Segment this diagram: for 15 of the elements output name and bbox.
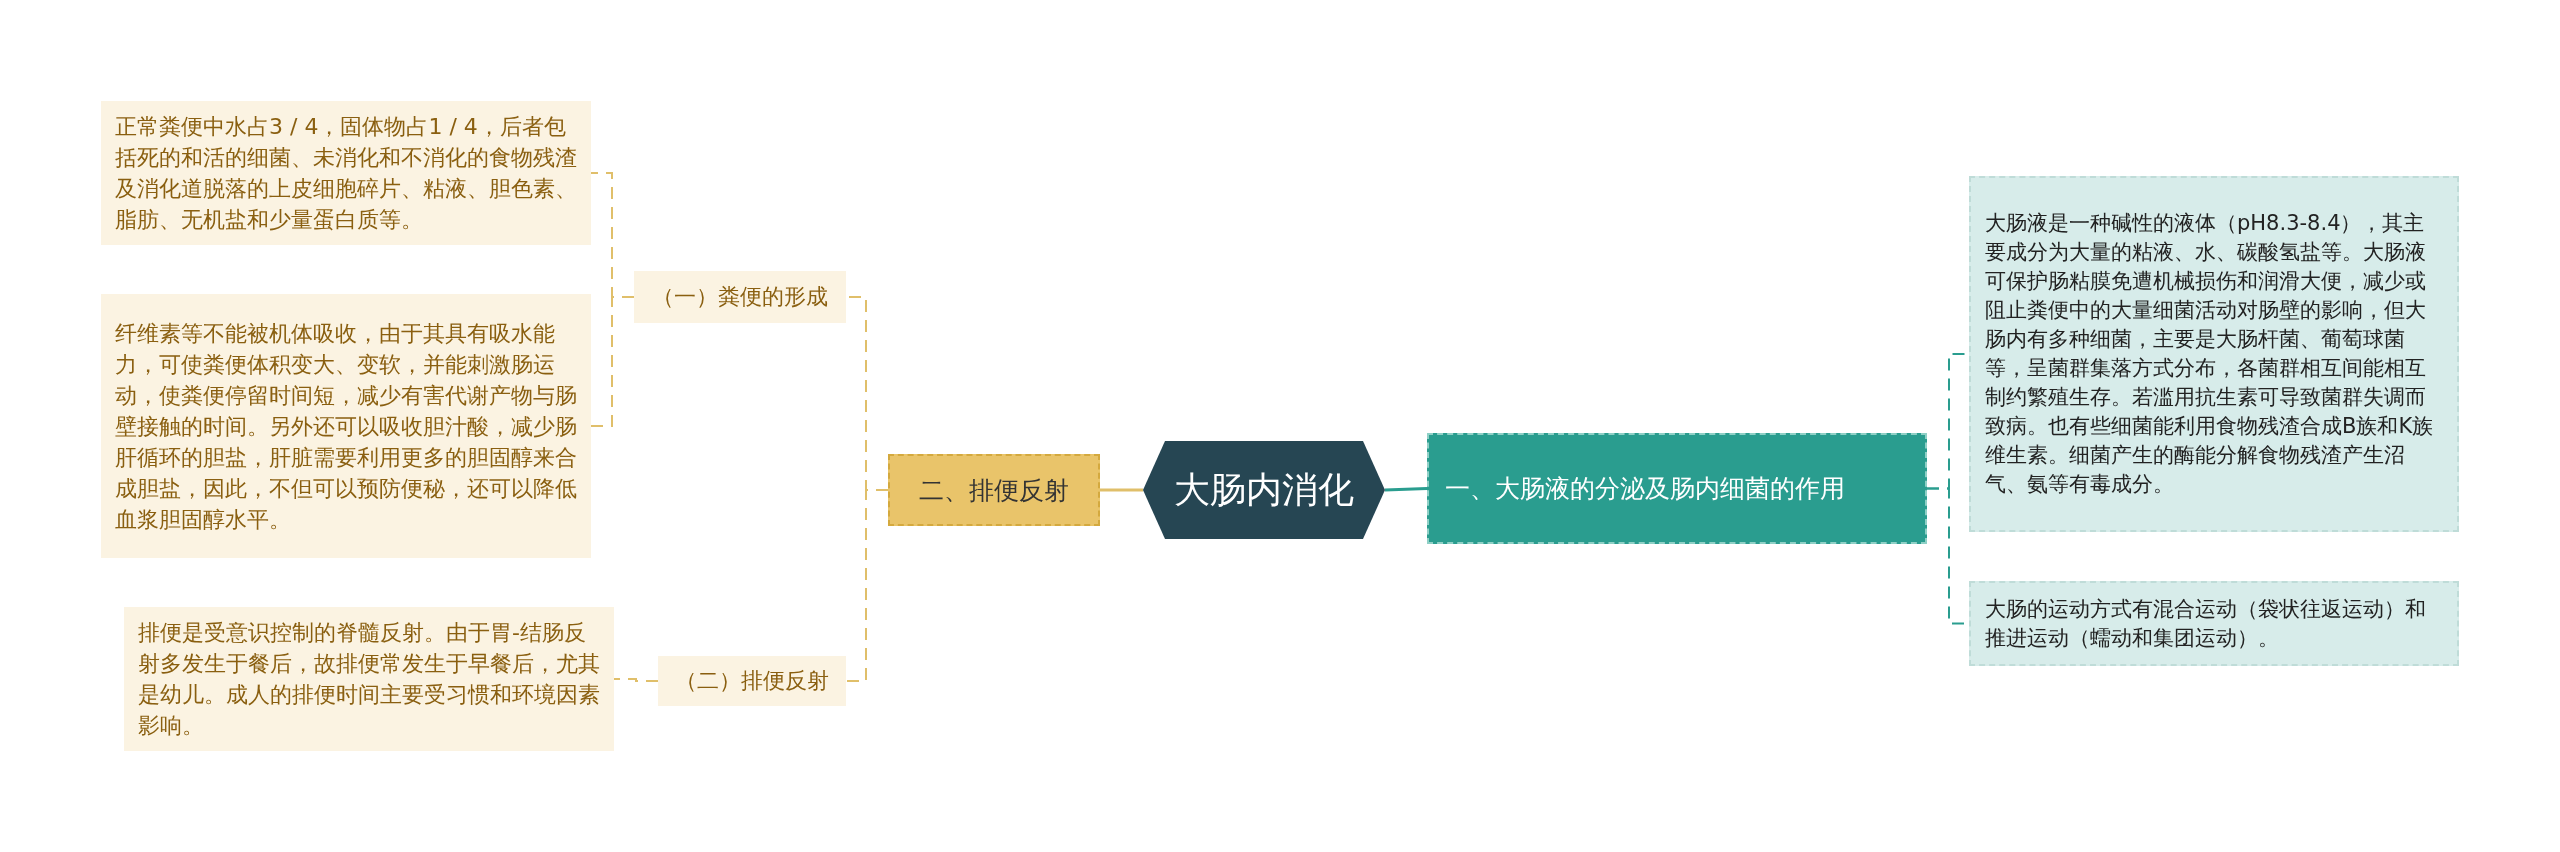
- subtopic-box: （一）粪便的形成: [634, 271, 846, 323]
- note-box: 纤维素等不能被机体吸收，由于其具有吸水能力，可使粪便体积变大、变软，并能刺激肠运动，使粪便停留时间短，减少有害代谢产物与肠壁接触的时间。另外还可以吸收胆汁酸，减少肠肝循环的胆盐，肝脏需要利用更多的胆固醇来合成胆盐，因此，不但可以预防便秘，还可以降低血浆胆固醇水平。: [101, 294, 591, 558]
- connector-line: [1100, 488, 1143, 492]
- note-box: 大肠的运动方式有混合运动（袋状往返运动）和推进运动（蠕动和集团运动）。: [1969, 581, 2459, 666]
- subtopic-box: （二）排便反射: [658, 656, 846, 706]
- note-box: 排便是受意识控制的脊髓反射。由于胃-结肠反射多发生于餐后，故排便常发生于早餐后，尤其是幼儿。成人的排便时间主要受习惯和环境因素影响。: [124, 607, 614, 751]
- connector-line: [613, 678, 659, 682]
- central-topic: 大肠内消化: [1143, 441, 1385, 539]
- topic-box: 二、排便反射: [888, 454, 1100, 526]
- connector-line: [590, 296, 635, 427]
- note-box: 大肠液是一种碱性的液体（pH8.3-8.4），其主要成分为大量的粘液、水、碳酸氢盐等。大肠液可保护肠粘膜免遭机械损伤和润滑大便，减少或阻止粪便中的大量细菌活动对肠壁的影响，但大肠内有多种细菌，主要是大肠杆菌、葡萄球菌等，呈菌群集落方式分布，各菌群相互间能相互制约繁殖生存。若滥用抗生素可导致菌群失调而致病。也有些细菌能利用食物残渣合成B族和K族维生素。细菌产生的酶能分解食物残渣产生沼气、氨等有毒成分。: [1969, 176, 2459, 532]
- connector-line: [1384, 487, 1428, 492]
- topic-box: 一、大肠液的分泌及肠内细菌的作用: [1427, 433, 1927, 544]
- connector-line: [845, 489, 889, 682]
- note-box: 正常粪便中水占3 / 4，固体物占1 / 4，后者包括死的和活的细菌、未消化和不消化的食物残渣及消化道脱落的上皮细胞碎片、粘液、胆色素、脂肪、无机盐和少量蛋白质等。: [101, 101, 591, 245]
